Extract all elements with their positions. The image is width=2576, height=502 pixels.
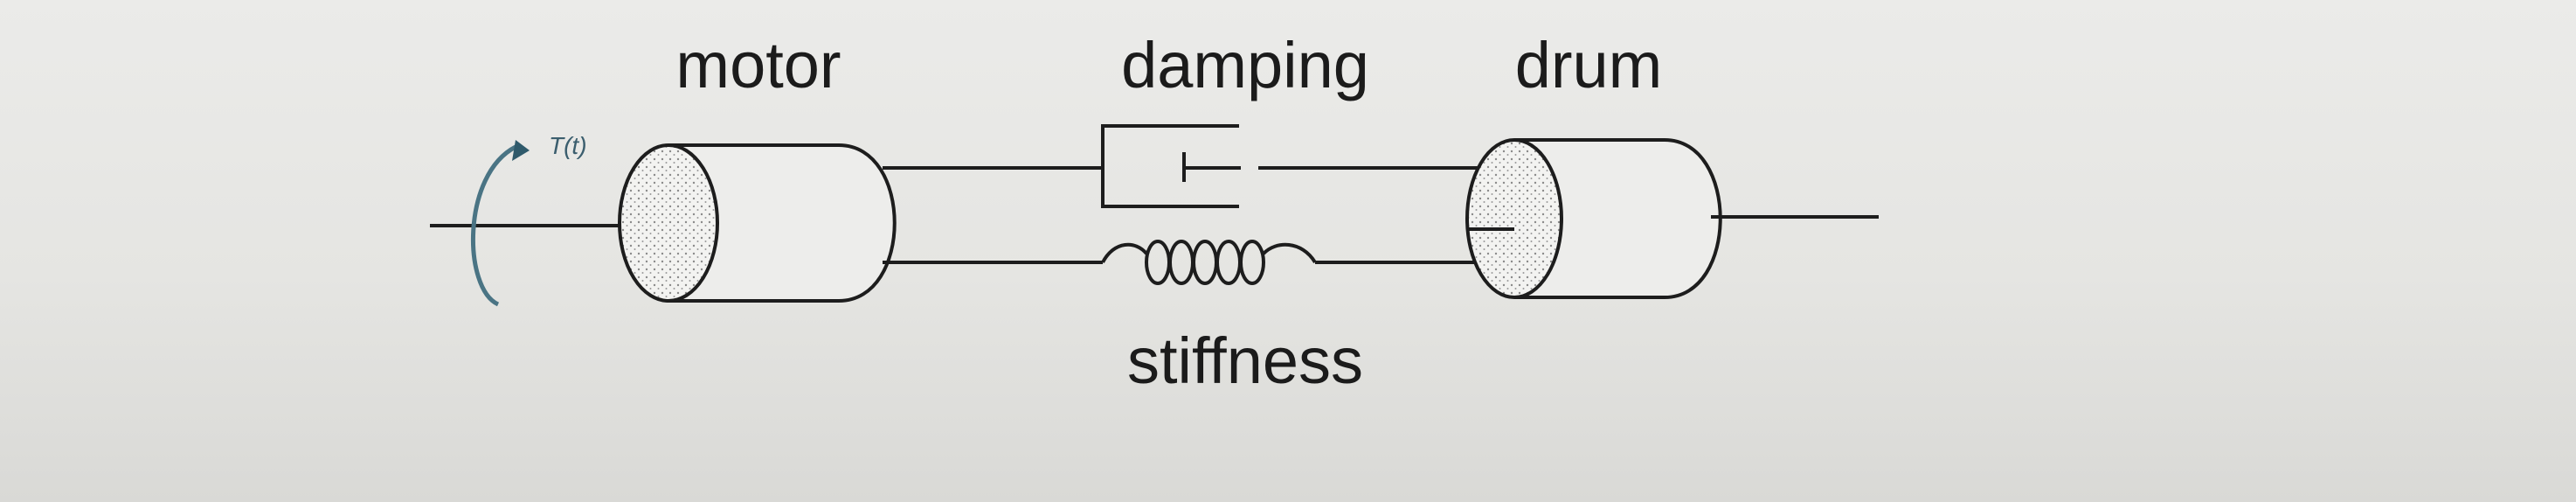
spring — [1101, 240, 1485, 285]
drum-cylinder — [1465, 138, 1722, 299]
stiffness-label: stiffness — [1127, 324, 1363, 397]
damper — [1101, 124, 1485, 208]
damping-label: damping — [1121, 29, 1369, 101]
motor-label: motor — [675, 29, 841, 101]
torque-arrow — [470, 140, 530, 307]
drum-label: drum — [1515, 29, 1663, 101]
torque-label: T(t) — [549, 132, 587, 159]
motor-cylinder — [618, 143, 897, 303]
